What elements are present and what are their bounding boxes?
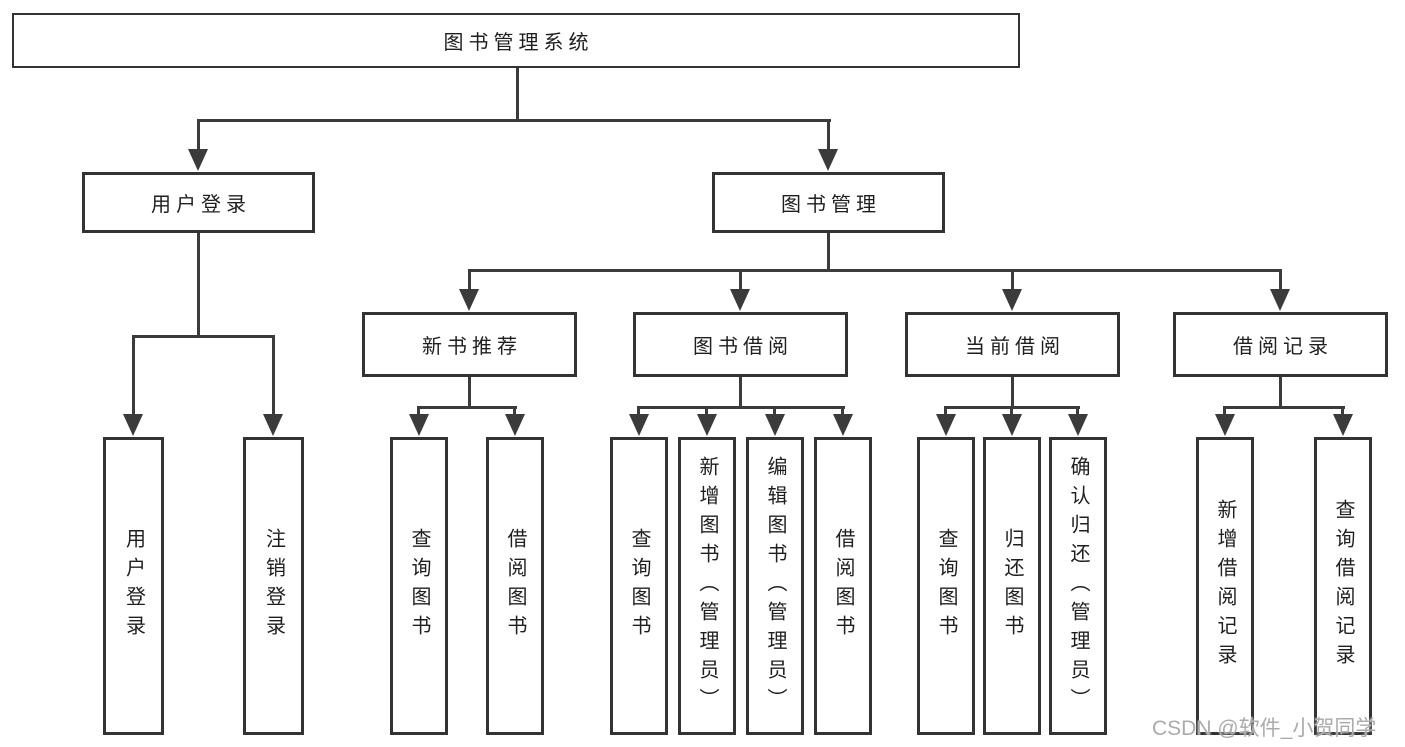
connector-group-hline (417, 406, 517, 409)
node-book-borrow-label: 图书借阅 (693, 336, 793, 358)
csdn-watermark: CSDN @软件_小贺同学 (1152, 717, 1377, 740)
connector-drop-group (468, 269, 471, 295)
connector-group-hline (637, 406, 845, 409)
arrowhead-down-icon (1002, 289, 1022, 311)
connector-drop-leaf (513, 406, 516, 418)
connector-drop-leaf (1223, 406, 1226, 418)
connector-drop-leaf (1341, 406, 1344, 418)
connector-drop-leaf (841, 406, 844, 418)
arrowhead-down-icon (1068, 414, 1088, 436)
node-book-borrow: 图书借阅 (633, 312, 848, 377)
connector-group-stem (739, 377, 742, 406)
leaf-label: 编辑图书（管理员） (764, 455, 786, 717)
node-user-login: 用户登录 (82, 172, 315, 233)
leaf-add-borrow-record: 新增借阅记录 (1196, 437, 1254, 735)
connector-drop-book-mgmt (827, 119, 830, 155)
leaf-label: 借阅图书 (832, 528, 854, 644)
connector-drop-group (1011, 269, 1014, 295)
connector-user-login-stem (197, 233, 200, 335)
connector-drop-group (1279, 269, 1282, 295)
connector-book-mgmt-hline (468, 269, 1282, 272)
leaf-logout: 注销登录 (243, 437, 304, 735)
connector-book-mgmt-stem (827, 233, 830, 269)
leaf-user-login: 用户登录 (103, 437, 164, 735)
connector-drop-leaf (705, 406, 708, 418)
connector-drop-leaf (1076, 406, 1079, 418)
arrowhead-down-icon (1215, 414, 1235, 436)
connector-root-stem (516, 68, 519, 119)
leaf-borrow-book: 借阅图书 (486, 437, 544, 735)
arrowhead-down-icon (697, 414, 717, 436)
arrowhead-down-icon (188, 149, 208, 171)
node-book-management: 图书管理 (712, 172, 945, 233)
connector-user-login-hline (132, 335, 275, 338)
leaf-label: 查询借阅记录 (1332, 499, 1354, 673)
leaf-label: 注销登录 (262, 528, 285, 644)
leaf-query-book: 查询图书 (610, 437, 668, 735)
arrowhead-down-icon (409, 414, 429, 436)
connector-drop-user-login (197, 119, 200, 155)
leaf-label: 归还图书 (1001, 528, 1023, 644)
arrowhead-down-icon (730, 289, 750, 311)
arrowhead-down-icon (459, 289, 479, 311)
node-current-borrow-label: 当前借阅 (965, 336, 1065, 358)
leaf-edit-book-admin: 编辑图书（管理员） (746, 437, 804, 735)
connector-root-hline (197, 119, 831, 122)
arrowhead-down-icon (818, 149, 838, 171)
node-borrow-records: 借阅记录 (1173, 312, 1388, 377)
leaf-label: 新增图书（管理员） (696, 455, 718, 717)
node-new-book-recommend: 新书推荐 (362, 312, 577, 377)
arrowhead-down-icon (1002, 414, 1022, 436)
node-root-label: 图书管理系统 (443, 32, 594, 54)
connector-group-stem (1011, 377, 1014, 406)
connector-drop-leaf (132, 335, 135, 420)
leaf-label: 用户登录 (122, 528, 145, 644)
node-new-book-recommend-label: 新书推荐 (422, 336, 522, 358)
arrowhead-down-icon (629, 414, 649, 436)
connector-drop-leaf (417, 406, 420, 418)
arrowhead-down-icon (1333, 414, 1353, 436)
node-borrow-records-label: 借阅记录 (1233, 336, 1333, 358)
node-current-borrow: 当前借阅 (905, 312, 1120, 377)
leaf-label: 查询图书 (628, 528, 650, 644)
leaf-borrow-book: 借阅图书 (814, 437, 872, 735)
leaf-query-book: 查询图书 (917, 437, 975, 735)
connector-group-stem (468, 377, 471, 406)
connector-drop-group (739, 269, 742, 295)
connector-group-stem (1279, 377, 1282, 406)
connector-group-hline (1223, 406, 1345, 409)
leaf-return-book: 归还图书 (983, 437, 1041, 735)
arrowhead-down-icon (123, 414, 143, 436)
leaf-label: 查询图书 (935, 528, 957, 644)
leaf-label: 确认归还（管理员） (1067, 455, 1089, 717)
arrowhead-down-icon (936, 414, 956, 436)
leaf-query-borrow-record: 查询借阅记录 (1314, 437, 1372, 735)
node-user-login-label: 用户登录 (151, 194, 251, 216)
connector-drop-leaf (944, 406, 947, 418)
leaf-label: 新增借阅记录 (1214, 499, 1236, 673)
connector-drop-leaf (637, 406, 640, 418)
leaf-add-book-admin: 新增图书（管理员） (678, 437, 736, 735)
node-root-system: 图书管理系统 (12, 13, 1020, 68)
arrowhead-down-icon (1270, 289, 1290, 311)
leaf-confirm-return-admin: 确认归还（管理员） (1049, 437, 1107, 735)
connector-drop-leaf (272, 335, 275, 420)
connector-drop-leaf (1010, 406, 1013, 418)
leaf-label: 查询图书 (408, 528, 430, 644)
connector-drop-leaf (773, 406, 776, 418)
arrowhead-down-icon (263, 414, 283, 436)
arrowhead-down-icon (765, 414, 785, 436)
leaf-label: 借阅图书 (504, 528, 526, 644)
arrowhead-down-icon (505, 414, 525, 436)
node-book-management-label: 图书管理 (781, 194, 881, 216)
leaf-query-book: 查询图书 (390, 437, 448, 735)
arrowhead-down-icon (833, 414, 853, 436)
